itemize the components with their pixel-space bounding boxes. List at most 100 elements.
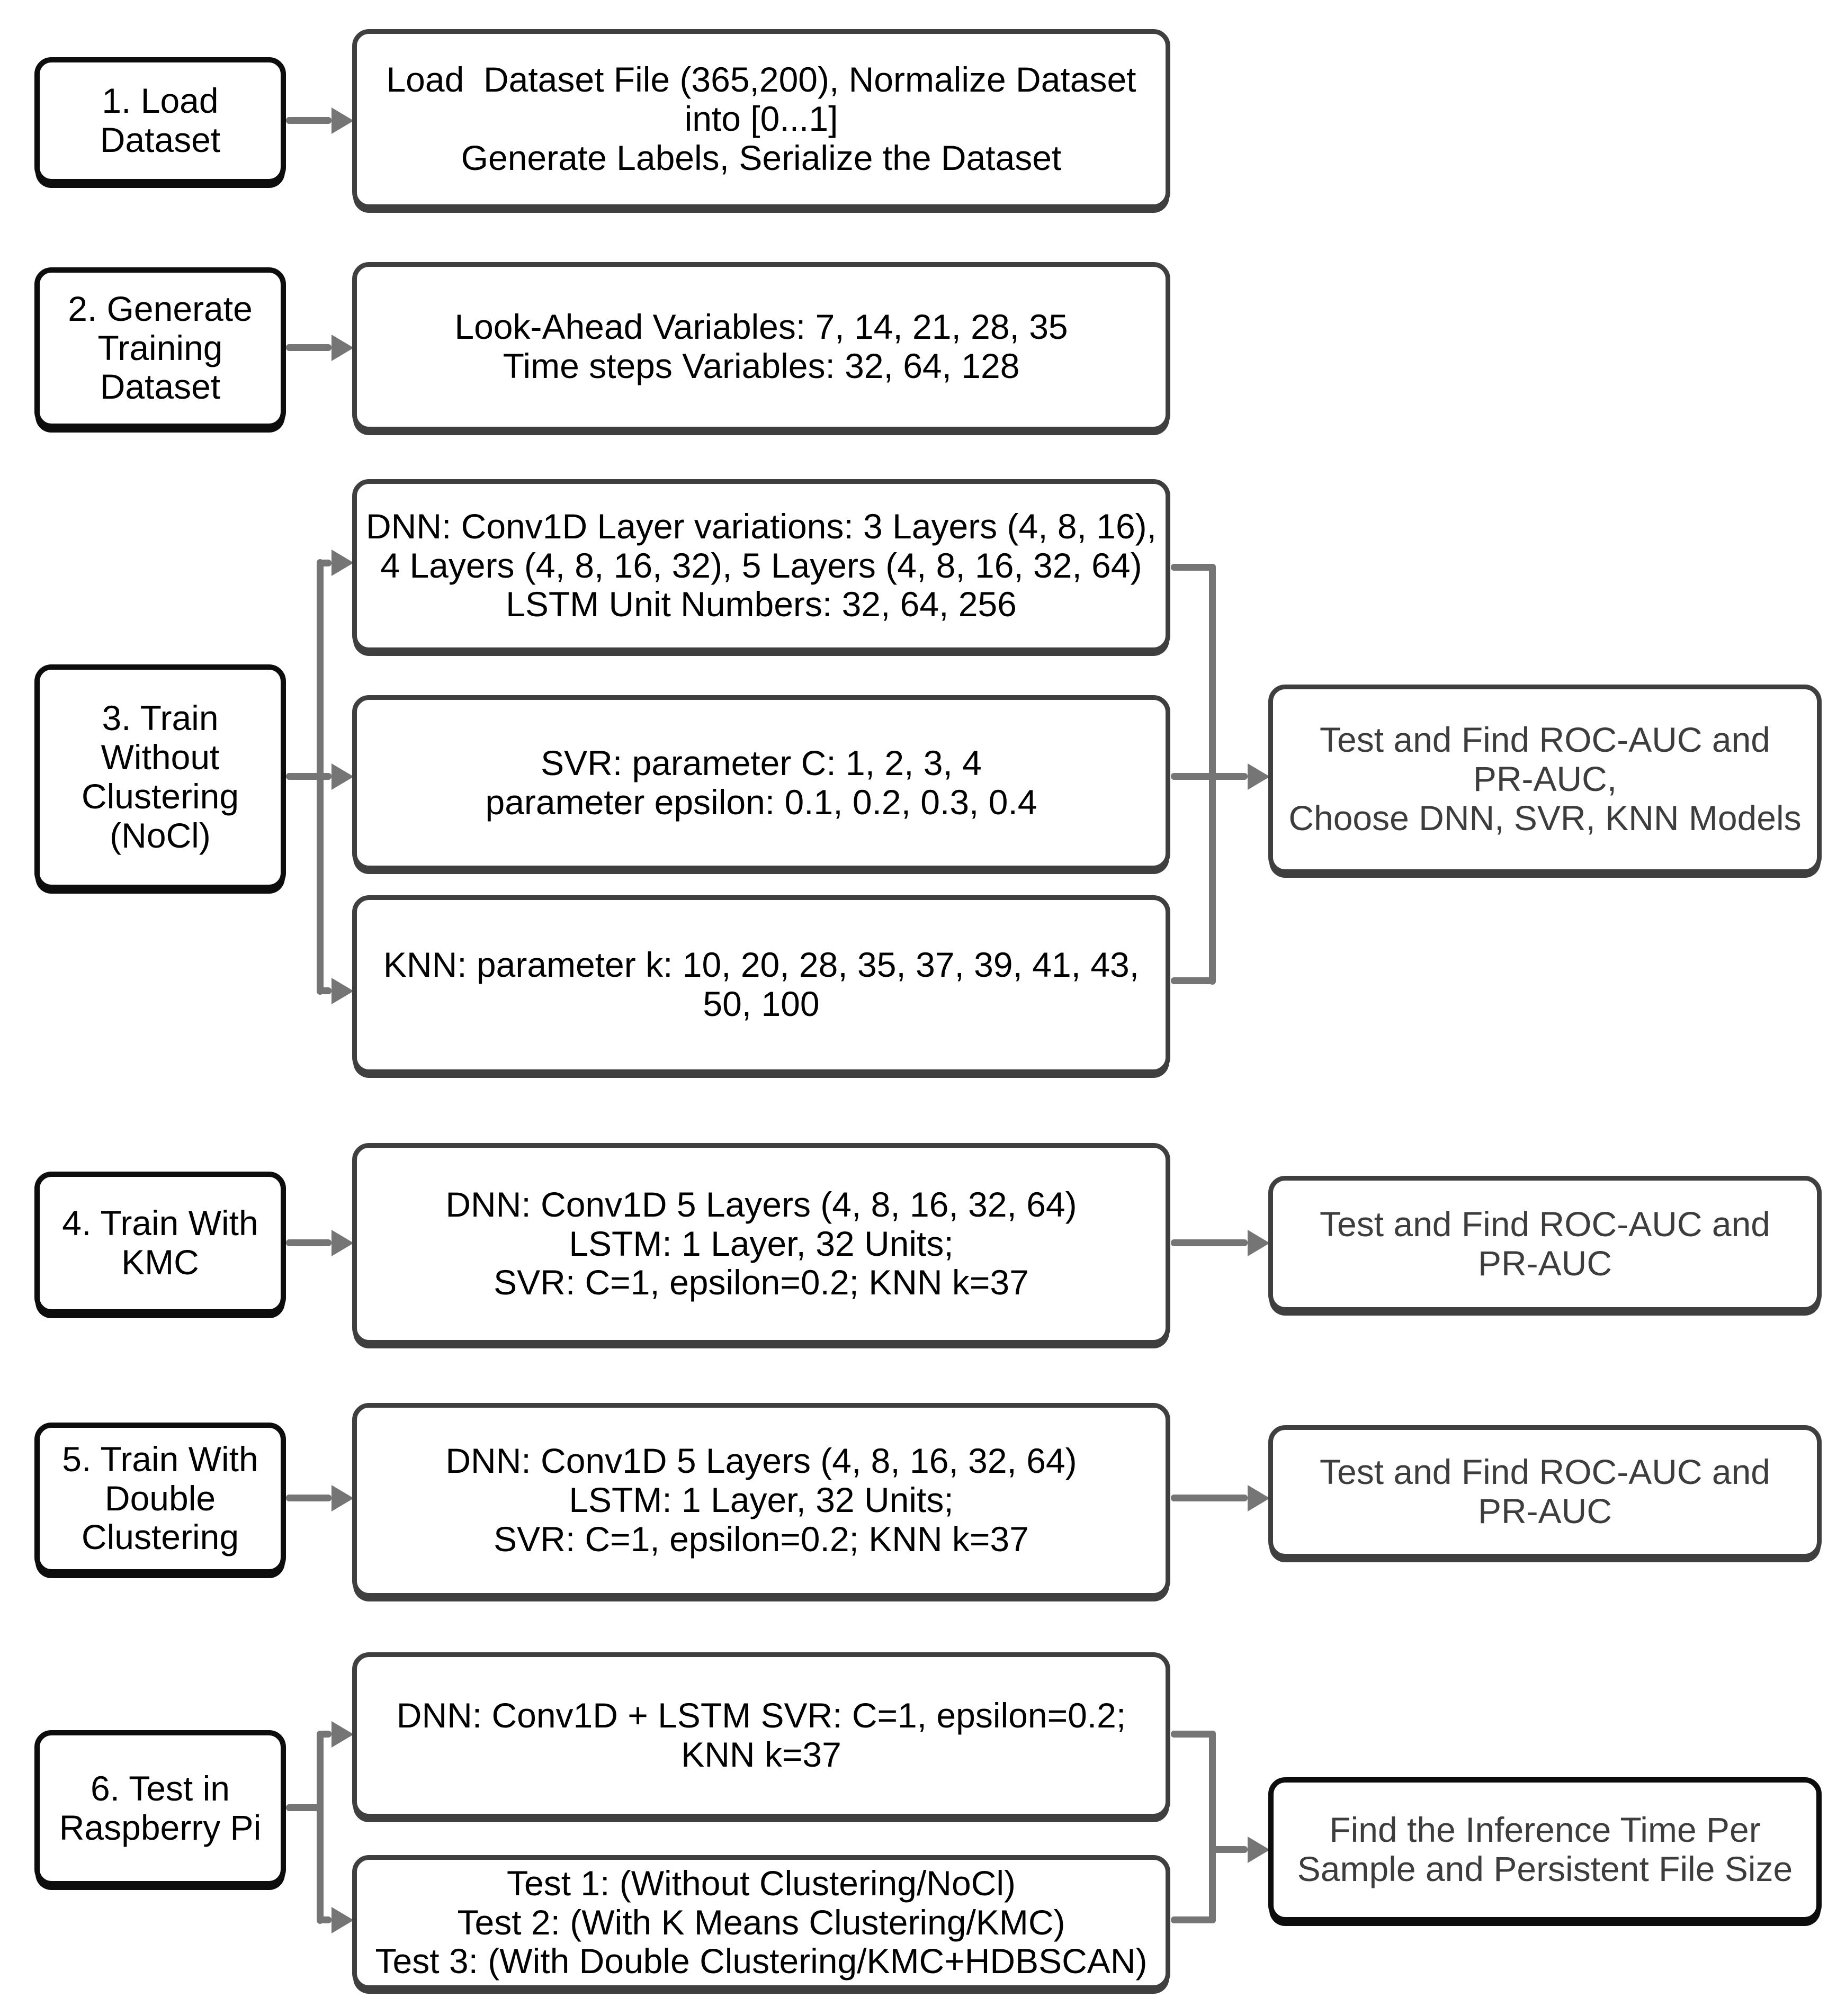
arrow-line-step5 [286, 1495, 331, 1501]
text-line: SVR: C=1, epsilon=0.2; KNN k=37 [494, 1263, 1029, 1302]
step-5-result-box: Test and Find ROC-AUC and PR-AUC [1268, 1425, 1822, 1559]
arrowhead-step3-dnn-icon [331, 550, 354, 576]
arrow-line-step2 [286, 344, 331, 351]
text-line: PR-AUC [1477, 1491, 1612, 1531]
text-line: Test 3: (With Double Clustering/KMC+HDBS… [375, 1941, 1148, 1981]
text-line: Without [101, 737, 220, 777]
text-line: 6. Test in [91, 1768, 230, 1808]
text-line: 4 Layers (4, 8, 16, 32), 5 Layers (4, 8,… [380, 545, 1142, 585]
text-line: parameter epsilon: 0.1, 0.2, 0.3, 0.4 [485, 782, 1037, 822]
step-6-result-box: Find the Inference Time Per Sample and P… [1268, 1777, 1822, 1922]
arrowhead-step4-icon [331, 1230, 354, 1256]
text-line: Raspberry Pi [59, 1807, 262, 1847]
arrowhead-step1-icon [331, 107, 354, 134]
arrowhead-step5-icon [331, 1485, 354, 1511]
step-3-box: 3. Train Without Clustering (NoCl) [34, 664, 286, 890]
text-line: 5. Train With [62, 1439, 258, 1479]
arrowhead-step2-icon [331, 335, 354, 361]
text-line: Training [97, 328, 223, 367]
text-line: 4. Train With [62, 1203, 258, 1243]
text-line: Clustering [81, 777, 239, 816]
arrow-line-step6-tests [320, 1916, 331, 1923]
text-line: LSTM: 1 Layer, 32 Units; [569, 1223, 954, 1263]
text-line: PR-AUC, [1473, 759, 1617, 799]
arrowhead-step3-knn-icon [331, 978, 354, 1004]
text-line: Test 1: (Without Clustering/NoCl) [507, 1863, 1016, 1903]
merge-stub-step3-knn [1171, 977, 1216, 984]
text-line: KNN k=37 [681, 1735, 841, 1774]
arrow-line-step6-result [1213, 1846, 1248, 1853]
text-line: Dataset [100, 120, 221, 159]
branch-stub-step3 [286, 773, 323, 780]
text-line: Dataset [100, 367, 221, 407]
text-line: Load Dataset File (365,200), Normalize D… [386, 60, 1136, 100]
text-line: PR-AUC [1477, 1243, 1612, 1283]
step-1-box: 1. Load Dataset [34, 57, 286, 184]
step-5-box: 5. Train With Double Clustering [34, 1423, 286, 1574]
arrow-line-step1 [286, 117, 331, 124]
step-6-box: 6. Test in Raspberry Pi [34, 1730, 286, 1886]
step-3-dnn-box: DNN: Conv1D Layer variations: 3 Layers (… [352, 479, 1170, 652]
step-2-box: 2. Generate Training Dataset [34, 267, 286, 429]
step-1-detail-box: Load Dataset File (365,200), Normalize D… [352, 29, 1170, 209]
merge-stub-step6-tests [1171, 1916, 1216, 1923]
branch-stub-step6 [286, 1804, 323, 1811]
text-line: 3. Train [102, 698, 219, 738]
text-line: Time steps Variables: 32, 64, 128 [503, 346, 1020, 385]
step-4-detail-box: DNN: Conv1D 5 Layers (4, 8, 16, 32, 64) … [352, 1143, 1170, 1345]
arrowhead-step3-result-icon [1248, 763, 1270, 790]
step-3-knn-box: KNN: parameter k: 10, 20, 28, 35, 37, 39… [352, 895, 1170, 1074]
text-line: Test 2: (With K Means Clustering/KMC) [457, 1902, 1065, 1942]
text-line: into [0...1] [684, 99, 838, 139]
text-line: Test and Find ROC-AUC and [1319, 720, 1770, 760]
text-line: Test and Find ROC-AUC and [1319, 1452, 1770, 1492]
text-line: Choose DNN, SVR, KNN Models [1288, 798, 1802, 838]
step-3-result-box: Test and Find ROC-AUC and PR-AUC, Choose… [1268, 685, 1822, 874]
text-line: Generate Labels, Serialize the Dataset [461, 138, 1062, 177]
text-line: SVR: C=1, epsilon=0.2; KNN k=37 [494, 1519, 1029, 1559]
text-line: KNN: parameter k: 10, 20, 28, 35, 37, 39… [383, 945, 1140, 985]
step-4-box: 4. Train With KMC [34, 1172, 286, 1315]
arrow-line-step3-svr [320, 773, 331, 780]
text-line: Sample and Persistent File Size [1297, 1849, 1793, 1888]
text-line: 1. Load [102, 81, 219, 121]
arrowhead-step6-tests-icon [331, 1907, 354, 1933]
arrow-line-step6-models [320, 1731, 331, 1738]
text-line: 2. Generate [68, 289, 253, 328]
text-line: Double [104, 1478, 216, 1518]
arrowhead-step6-models-icon [331, 1721, 354, 1748]
merge-trunk-step6 [1209, 1731, 1216, 1923]
step-5-detail-box: DNN: Conv1D 5 Layers (4, 8, 16, 32, 64) … [352, 1403, 1170, 1598]
text-line: KMC [121, 1243, 199, 1282]
step-6-models-box: DNN: Conv1D + LSTM SVR: C=1, epsilon=0.2… [352, 1652, 1170, 1819]
merge-stub-step6-models [1171, 1731, 1216, 1738]
arrow-line-step4-result [1171, 1239, 1248, 1246]
text-line: 50, 100 [703, 984, 820, 1023]
arrowhead-step5-result-icon [1248, 1485, 1270, 1511]
text-line: Clustering [81, 1517, 239, 1557]
text-line: DNN: Conv1D 5 Layers (4, 8, 16, 32, 64) [445, 1184, 1077, 1224]
text-line: (NoCl) [110, 815, 211, 855]
step-2-detail-box: Look-Ahead Variables: 7, 14, 21, 28, 35 … [352, 262, 1170, 431]
step-6-tests-box: Test 1: (Without Clustering/NoCl) Test 2… [352, 1855, 1170, 1990]
arrow-line-step4 [286, 1239, 331, 1246]
text-line: Test and Find ROC-AUC and [1319, 1204, 1770, 1244]
text-line: DNN: Conv1D Layer variations: 3 Layers (… [366, 506, 1157, 546]
arrowhead-step4-result-icon [1248, 1230, 1270, 1256]
step-4-result-box: Test and Find ROC-AUC and PR-AUC [1268, 1176, 1822, 1312]
text-line: DNN: Conv1D 5 Layers (4, 8, 16, 32, 64) [445, 1441, 1077, 1481]
text-line: LSTM: 1 Layer, 32 Units; [569, 1480, 954, 1520]
arrowhead-step6-result-icon [1248, 1837, 1270, 1863]
arrowhead-step3-svr-icon [331, 763, 354, 790]
text-line: DNN: Conv1D + LSTM SVR: C=1, epsilon=0.2… [396, 1696, 1126, 1735]
text-line: Find the Inference Time Per [1329, 1810, 1761, 1850]
text-line: SVR: parameter C: 1, 2, 3, 4 [541, 743, 982, 782]
text-line: LSTM Unit Numbers: 32, 64, 256 [506, 584, 1017, 624]
arrow-line-step5-result [1171, 1495, 1248, 1501]
merge-stub-step3-dnn [1171, 564, 1216, 571]
arrow-line-step3-dnn [320, 560, 331, 566]
step-3-svr-box: SVR: parameter C: 1, 2, 3, 4 parameter e… [352, 695, 1170, 870]
branch-trunk-step6 [317, 1731, 324, 1924]
arrow-line-step3-knn [320, 987, 331, 994]
